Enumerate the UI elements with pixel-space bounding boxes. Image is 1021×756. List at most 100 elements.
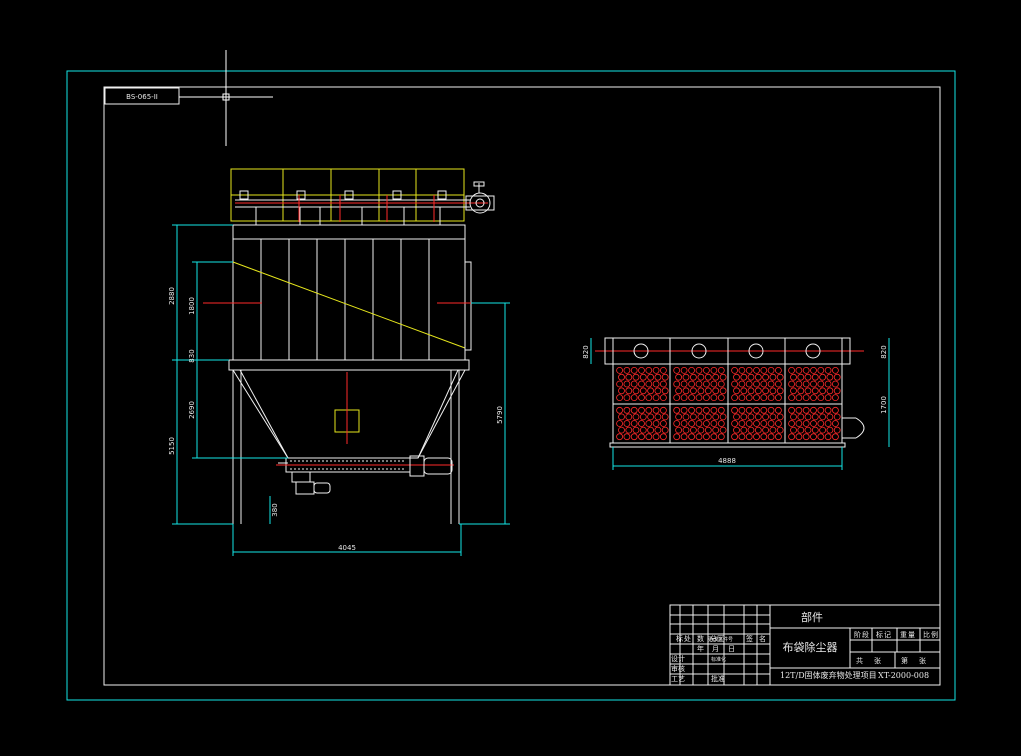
- filter-bag: [673, 433, 681, 441]
- filter-bag: [832, 394, 839, 402]
- filter-bag: [745, 380, 753, 388]
- filter-bag: [638, 394, 645, 402]
- filter-bag: [660, 433, 667, 441]
- filter-bag-grid: [616, 366, 841, 441]
- filter-bag: [652, 433, 660, 441]
- filter-bag: [618, 413, 625, 421]
- filter-bag: [717, 366, 725, 374]
- filter-bag: [688, 406, 695, 414]
- filter-bag: [738, 406, 746, 414]
- filter-bag: [738, 420, 746, 427]
- filter-bag: [623, 406, 631, 414]
- filter-bag: [788, 394, 795, 402]
- filter-bag: [753, 406, 760, 414]
- tb-right-1: 段: [862, 630, 869, 639]
- tb-right-3: 记: [884, 631, 891, 639]
- filter-bag: [776, 413, 784, 421]
- filter-bag: [754, 387, 762, 395]
- filter-bag: [618, 373, 625, 381]
- filter-bag: [819, 387, 826, 395]
- filter-bag: [740, 373, 748, 381]
- filter-bag: [661, 413, 669, 421]
- filter-bag: [680, 366, 688, 374]
- filter-bag: [795, 366, 803, 374]
- filter-bag: [680, 394, 688, 402]
- filter-bag: [645, 406, 653, 414]
- filter-bag: [760, 394, 768, 402]
- filter-bag: [753, 420, 760, 427]
- filter-bag: [703, 380, 710, 388]
- filter-bag: [788, 366, 795, 374]
- filter-bag: [760, 380, 768, 388]
- filter-bag: [802, 380, 810, 388]
- tb-right-2: 标: [876, 630, 883, 639]
- filter-bag: [832, 380, 839, 388]
- front-view: 2880 1800 830 2690 5150 5790 380 4045: [168, 168, 510, 556]
- filter-bag: [632, 373, 640, 381]
- filter-bag: [745, 420, 753, 427]
- filter-bag: [775, 380, 782, 388]
- dim-top-1700: 1700: [880, 396, 888, 414]
- filter-bag: [680, 406, 688, 414]
- filter-bag: [710, 366, 718, 374]
- filter-bag: [660, 380, 667, 388]
- tb-right-9: 张: [874, 656, 881, 665]
- filter-bag: [769, 413, 777, 421]
- filter-bag: [647, 426, 654, 434]
- filter-bag: [788, 433, 795, 441]
- filter-bag: [638, 380, 645, 388]
- filter-bag: [769, 373, 777, 381]
- filter-bag: [695, 406, 703, 414]
- filter-bag: [790, 373, 797, 381]
- filter-bag: [673, 366, 681, 374]
- tb-cell-12: 审核: [671, 664, 685, 673]
- filter-bag: [710, 406, 718, 414]
- filter-bag: [810, 394, 817, 402]
- filter-bag: [680, 433, 688, 441]
- filter-bag: [675, 373, 682, 381]
- filter-bag: [762, 426, 769, 434]
- filter-bag: [826, 373, 834, 381]
- filter-bag: [804, 426, 812, 434]
- filter-bag: [824, 420, 832, 427]
- tb-cell-9: 日: [728, 645, 735, 653]
- filter-bag: [647, 373, 654, 381]
- dim-top-820-right: 820: [880, 345, 888, 358]
- inner-frame: [103, 86, 941, 686]
- filter-bag: [618, 426, 625, 434]
- filter-bag: [661, 426, 669, 434]
- filter-bag: [826, 413, 834, 421]
- filter-bag: [833, 413, 841, 421]
- filter-bag: [652, 394, 660, 402]
- filter-bag: [762, 387, 769, 395]
- dim-top-4888: 4888: [718, 457, 736, 465]
- filter-bag: [802, 366, 810, 374]
- filter-bag: [747, 413, 755, 421]
- filter-bag: [682, 413, 690, 421]
- filter-bag: [704, 373, 712, 381]
- filter-bag: [762, 413, 769, 421]
- filter-bag: [673, 394, 681, 402]
- filter-bag: [660, 394, 667, 402]
- filter-bag: [767, 420, 775, 427]
- tb-right-0: 阶: [854, 630, 861, 639]
- filter-bag: [647, 413, 654, 421]
- filter-bag: [695, 380, 703, 388]
- filter-bag: [811, 373, 819, 381]
- filter-bag: [826, 387, 834, 395]
- filter-bag: [704, 387, 712, 395]
- filter-bag: [697, 426, 705, 434]
- filter-bag: [811, 387, 819, 395]
- filter-bag: [790, 413, 797, 421]
- filter-bag: [747, 387, 755, 395]
- filter-bag: [817, 380, 825, 388]
- filter-bag: [819, 413, 826, 421]
- filter-bag: [788, 380, 795, 388]
- filter-bag: [704, 413, 712, 421]
- filter-bag: [731, 366, 738, 374]
- filter-bag: [623, 433, 631, 441]
- filter-bag: [717, 406, 725, 414]
- filter-bag: [817, 420, 825, 427]
- filter-bag: [824, 380, 832, 388]
- filter-bag: [745, 394, 753, 402]
